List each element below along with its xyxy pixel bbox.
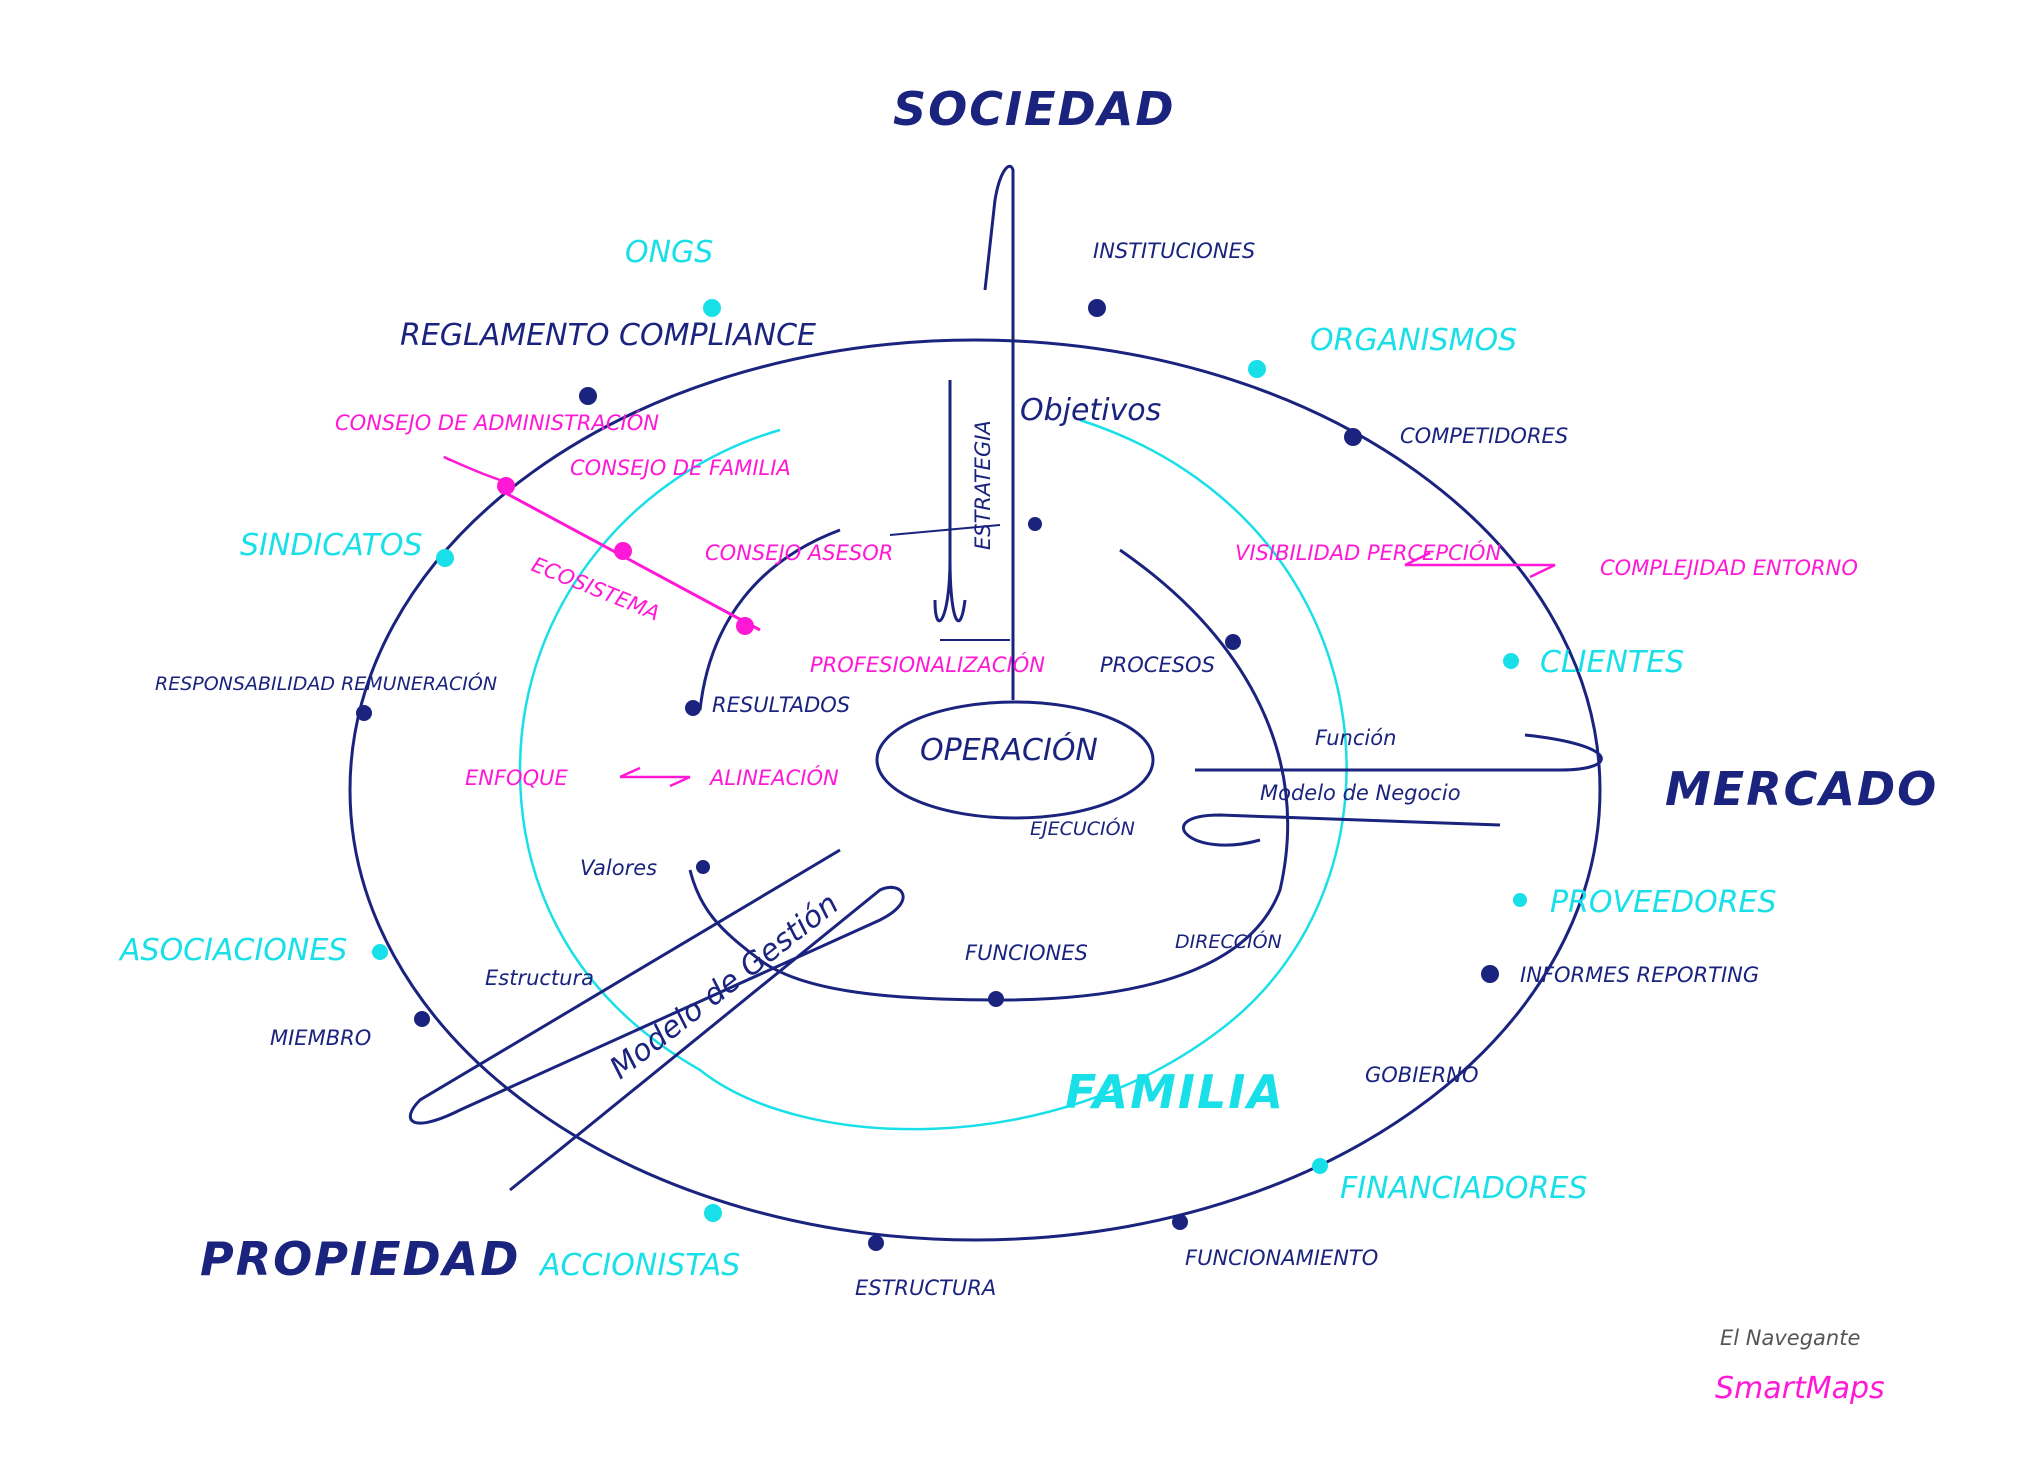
label-direccion: DIRECCIÓN [1175,929,1282,953]
label-estrategia-vertical: ESTRATEGIA [971,420,995,550]
label-visibilidad: VISIBILIDAD PERCEPCIÓN [1235,540,1501,565]
label-responsabilidad: RESPONSABILIDAD REMUNERACIÓN [155,671,497,695]
label-alineacion: ALINEACIÓN [708,765,839,790]
node-reglamento [579,387,597,405]
label-procesos: PROCESOS [1100,653,1215,677]
gestion-band [409,848,905,1192]
middle-ring [518,418,1348,1131]
label-instituciones: INSTITUCIONES [1093,239,1255,263]
label-enfoque: ENFOQUE [465,766,568,790]
label-sociedad: SOCIEDAD [893,82,1176,136]
label-consejo-admin: CONSEJO DE ADMINISTRACIÓN [335,410,659,435]
label-estructura-outer: ESTRUCTURA [855,1276,996,1300]
core-ellipse [875,700,1155,820]
label-profesionalizacion: PROFESIONALIZACIÓN [810,652,1045,677]
strategy-arrow [933,380,967,623]
label-financiadores: FINANCIADORES [1340,1171,1587,1206]
label-funciones: FUNCIONES [965,941,1088,965]
inner-ring [688,528,1289,1002]
label-competidores: COMPETIDORES [1400,424,1568,448]
node-instituciones [1088,299,1106,317]
node-procesos [1225,634,1241,650]
label-asociaciones: ASOCIACIONES [118,933,347,968]
node-estructura-outer [868,1235,884,1251]
node-funcionamiento [1172,1214,1188,1230]
node-ongs [703,299,721,317]
signature-line1: El Navegante [1720,1326,1860,1350]
label-operacion: OPERACIÓN [920,731,1098,768]
label-valores: Valores [580,856,657,880]
label-informes: INFORMES REPORTING [1520,963,1759,987]
entorno-arrow [1404,551,1556,579]
label-proveedores: PROVEEDORES [1550,885,1777,920]
label-gobierno: GOBIERNO [1365,1063,1479,1087]
outer-ring [348,338,1602,1242]
signature-line2: SmartMaps [1715,1371,1885,1406]
sociedad-arrow [983,164,1015,700]
label-funcion: Función [1315,726,1396,750]
label-modelo-gestion: Modelo de Gestión [603,886,845,1086]
label-consejo-familia: CONSEJO DE FAMILIA [570,456,791,480]
node-responsabilidad [356,705,372,721]
node-competidores [1344,428,1362,446]
label-miembro: MIEMBRO [270,1026,371,1050]
node-proveedores [1513,893,1527,907]
node-consejo-familia [614,542,632,560]
label-estructura-inner: Estructura [485,966,594,990]
node-consejo-admin [497,477,515,495]
cyan-nodes [372,299,1527,1222]
label-consejo-asesor: CONSEJO ASESOR [705,541,893,565]
label-accionistas: ACCIONISTAS [538,1248,740,1283]
node-clientes [1503,653,1519,669]
node-miembro [414,1011,430,1027]
node-informes [1481,965,1499,983]
node-consejo-asesor [736,617,754,635]
node-asociaciones [372,944,388,960]
label-complejidad: COMPLEJIDAD ENTORNO [1600,556,1858,580]
node-estrategia [1028,517,1042,531]
navy-nodes [356,299,1499,1251]
magenta-nodes [497,477,754,635]
node-accionistas [704,1204,722,1222]
node-sindicatos [436,549,454,567]
label-objetivos: Objetivos [1020,393,1161,428]
node-resultados [685,700,701,716]
label-mercado: MERCADO [1665,762,1938,816]
node-organismos [1248,360,1266,378]
label-reglamento: REGLAMENTO COMPLIANCE [400,318,816,353]
ecosistema-line [499,488,761,632]
label-resultados: RESULTADOS [712,693,850,717]
label-organismos: ORGANISMOS [1310,323,1517,358]
mercado-arrow [1195,733,1603,772]
label-ecosistema: ECOSISTEMA [528,552,663,625]
node-financiadores [1312,1158,1328,1174]
label-ejecucion: EJECUCIÓN [1030,816,1135,840]
label-funcionamiento: FUNCIONAMIENTO [1185,1246,1378,1270]
label-modelo-negocio: Modelo de Negocio [1260,781,1461,805]
label-sindicatos: SINDICATOS [240,528,423,563]
label-ongs: ONGS [625,235,713,270]
label-familia: FAMILIA [1065,1065,1285,1119]
label-propiedad: PROPIEDAD [200,1232,520,1286]
enfoque-arrow [619,766,691,788]
label-clientes: CLIENTES [1540,645,1684,680]
node-valores [696,860,710,874]
node-funciones [988,991,1004,1007]
negocio-arrow [1182,813,1501,847]
